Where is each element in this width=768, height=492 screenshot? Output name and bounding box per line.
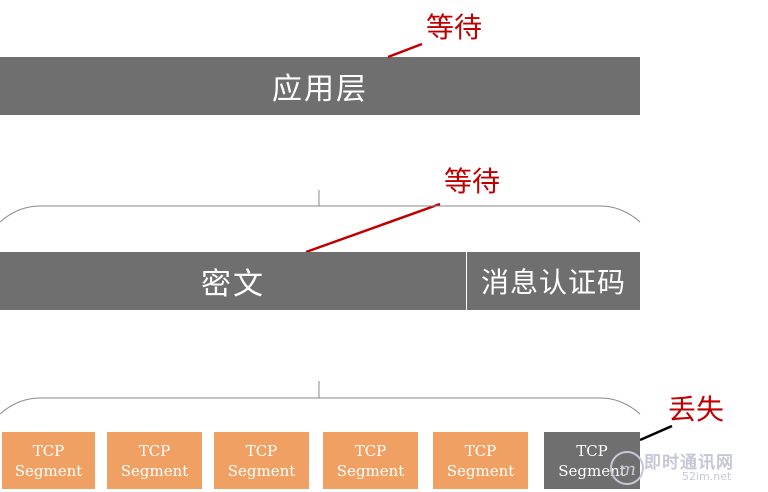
tcp-segment-2: TCP Segment	[107, 432, 202, 489]
application-layer-bar: 应用层	[0, 57, 640, 115]
tcp-segment-1: TCP Segment	[2, 432, 95, 489]
watermark-logo-icon: m	[610, 451, 644, 485]
ciphertext-bar: 密文	[0, 252, 466, 310]
tcp-segment-line1: TCP	[138, 441, 171, 460]
tcp-segment-line1: TCP	[464, 441, 497, 460]
watermark-url: 52im.net	[682, 470, 732, 483]
tcp-segment-5: TCP Segment	[433, 432, 528, 489]
mac-label: 消息认证码	[480, 266, 626, 299]
tcp-segment-line1: TCP	[576, 441, 608, 460]
annotation-wait-top: 等待	[426, 11, 483, 44]
tcp-segment-line2: Segment	[120, 461, 189, 480]
tcp-segment-line1: TCP	[354, 441, 387, 460]
annotation-wait-mid: 等待	[444, 165, 501, 198]
tcp-segment-line2: Segment	[336, 461, 405, 480]
svg-text:m: m	[619, 459, 636, 480]
tcp-segment-3: TCP Segment	[214, 432, 309, 489]
annotation-pointer-mid	[305, 202, 441, 254]
application-layer-label: 应用层	[272, 72, 368, 107]
mac-bar: 消息认证码	[467, 252, 640, 310]
watermark-title: 即时通讯网	[644, 453, 734, 473]
tcp-segment-6-lost: TCP Segment	[544, 432, 640, 489]
tcp-segment-line2: Segment	[558, 461, 626, 480]
tcp-segment-line1: TCP	[245, 441, 278, 460]
brace-upper	[0, 205, 641, 223]
tcp-segment-line2: Segment	[14, 461, 83, 480]
brace-lower	[0, 397, 641, 415]
watermark: m 即时通讯网 52im.net	[610, 446, 768, 492]
annotation-lost: 丢失	[668, 393, 725, 426]
annotation-pointer-lost	[639, 424, 673, 442]
ciphertext-label: 密文	[201, 267, 265, 302]
tcp-segment-line2: Segment	[446, 461, 515, 480]
tcp-segment-line1: TCP	[32, 441, 65, 460]
annotation-pointer-top	[387, 42, 423, 59]
tcp-segment-line2: Segment	[227, 461, 296, 480]
tcp-segment-4: TCP Segment	[323, 432, 418, 489]
